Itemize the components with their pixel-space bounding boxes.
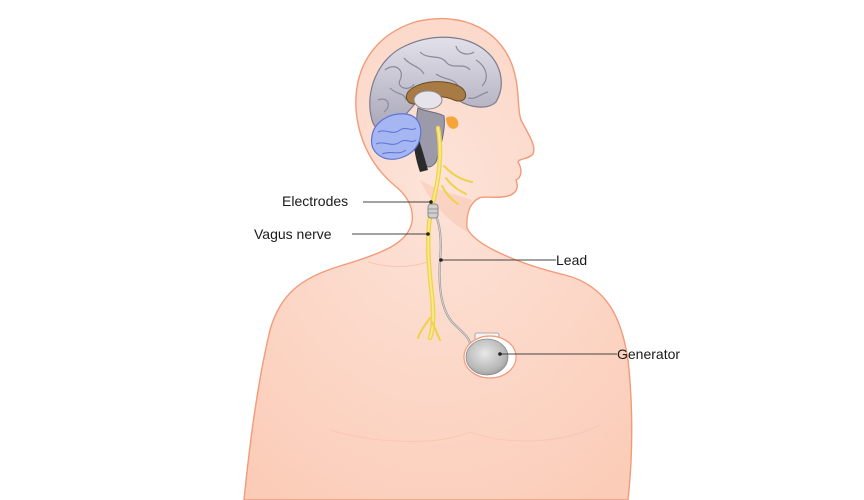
leader-lines — [352, 200, 617, 356]
vagus-nerve-illustration — [417, 125, 473, 341]
human-body-silhouette — [243, 17, 633, 500]
generator-label: Generator — [617, 346, 681, 362]
electrodes-label: Electrodes — [282, 193, 349, 209]
collarbone-contour — [367, 261, 429, 268]
cerebellum-illustration — [370, 113, 422, 160]
vagus-nerve-label: Vagus nerve — [254, 226, 332, 242]
generator-device-icon — [463, 332, 517, 379]
lead-label: Lead — [556, 252, 588, 268]
lead-wire-highlight — [433, 211, 471, 345]
chest-contour — [329, 424, 601, 442]
electrode-icon — [427, 203, 439, 219]
